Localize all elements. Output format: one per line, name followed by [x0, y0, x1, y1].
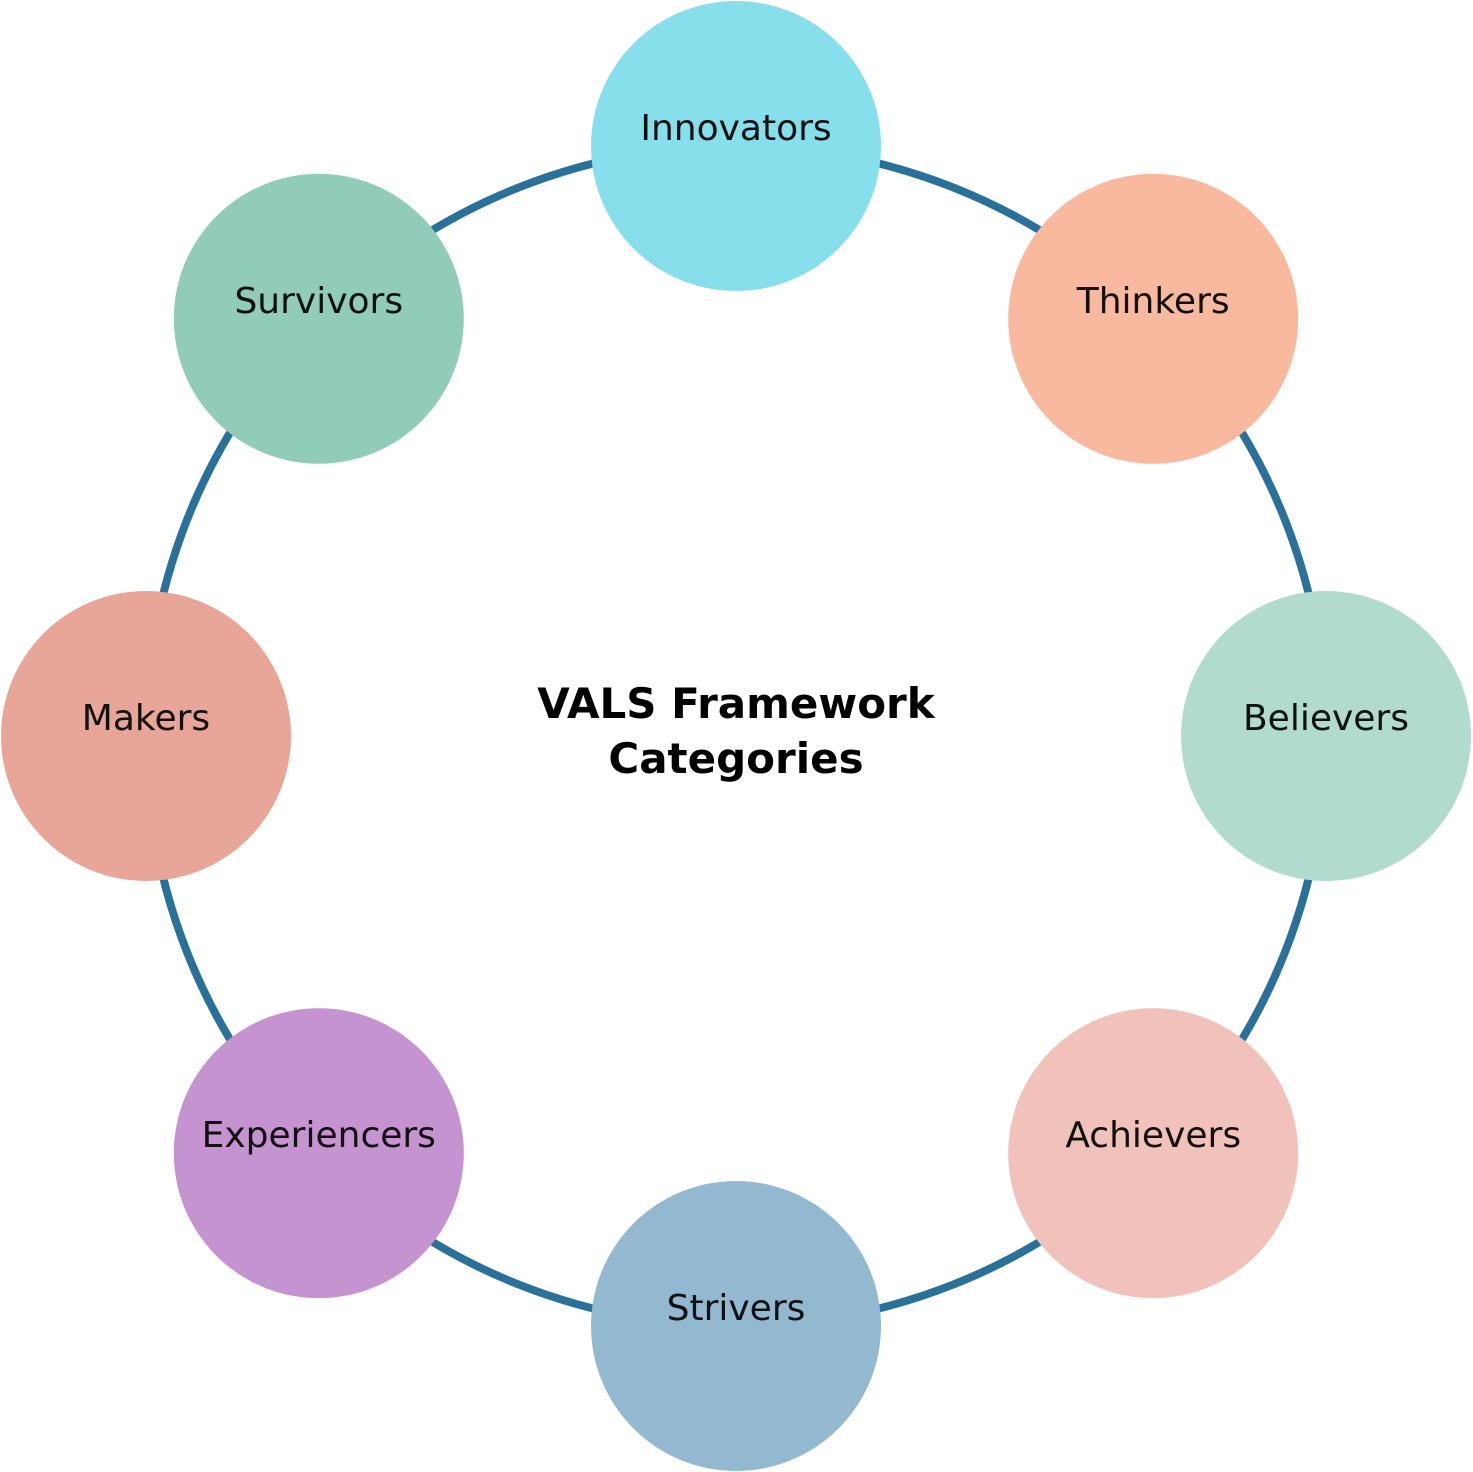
category-node-thinkers: Thinkers — [1008, 173, 1299, 464]
category-node-makers: Makers — [1, 591, 291, 881]
category-label: Thinkers — [1076, 281, 1230, 322]
category-label: Experiencers — [202, 1115, 436, 1156]
center-title-line-2: Categories — [608, 734, 863, 783]
category-label: Survivors — [234, 281, 403, 322]
category-circle — [591, 1, 881, 291]
category-label: Believers — [1243, 698, 1409, 739]
category-label: Innovators — [640, 108, 831, 149]
category-circle — [173, 1008, 464, 1299]
category-node-innovators: Innovators — [591, 1, 881, 291]
category-node-survivors: Survivors — [173, 173, 464, 464]
category-node-believers: Believers — [1181, 591, 1471, 881]
category-circle — [1008, 173, 1299, 464]
category-node-strivers: Strivers — [591, 1181, 881, 1471]
category-node-achievers: Achievers — [1008, 1008, 1299, 1299]
category-circle — [1008, 1008, 1299, 1299]
category-node-experiencers: Experiencers — [173, 1008, 464, 1299]
category-label: Makers — [82, 698, 210, 739]
category-label: Achievers — [1065, 1115, 1241, 1156]
center-title-line-1: VALS Framework — [537, 679, 935, 728]
category-circle — [1181, 591, 1471, 881]
category-circle — [173, 173, 464, 464]
category-circle — [591, 1181, 881, 1471]
category-circle — [1, 591, 291, 881]
category-label: Strivers — [667, 1288, 806, 1329]
